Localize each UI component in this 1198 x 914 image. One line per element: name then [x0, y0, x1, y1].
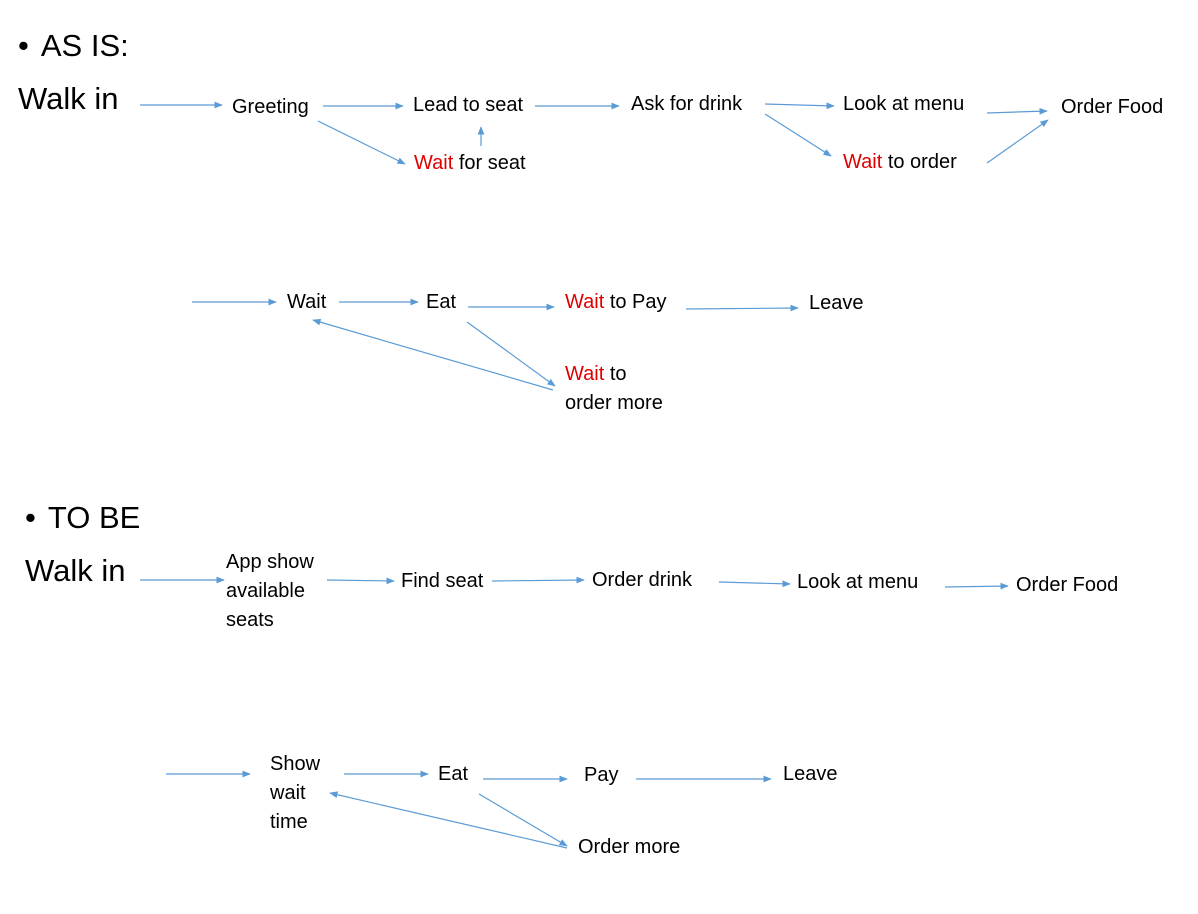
to-be-show-wait-time: Show wait time	[270, 753, 321, 833]
wait-highlight: Wait	[565, 291, 605, 313]
arrow-app-find-seat	[326, 577, 395, 585]
arrow-eat-order-more-2	[478, 793, 568, 847]
arrow-wait-pay-leave	[685, 304, 799, 312]
as-is-greeting: Greeting	[232, 96, 309, 118]
arrow-drink-wait-order	[764, 113, 832, 157]
arrow-menu-order-food	[986, 107, 1048, 115]
as-is-wait-to-order-more: Wait to order more	[565, 363, 663, 414]
as-is-look-at-menu: Look at menu	[843, 93, 965, 115]
as-is-wait-to-pay: Wait to Pay	[565, 291, 667, 313]
as-is-heading-text: AS IS:	[40, 28, 129, 63]
arrow-greeting-wait-seat	[317, 120, 406, 165]
wait-highlight: Wait	[414, 152, 454, 174]
to-be-walk-in: Walk in	[25, 553, 126, 588]
arrow-drink-menu	[764, 102, 835, 110]
bullet-icon: •	[25, 500, 36, 535]
to-be-heading-text: TO BE	[47, 500, 141, 535]
to-be-pay: Pay	[584, 764, 619, 786]
arrow-order-more-wait	[312, 318, 554, 391]
to-be-eat: Eat	[438, 763, 469, 785]
arrow-menu-order-food-2	[944, 582, 1009, 590]
arrow-drink-menu-2	[718, 580, 791, 588]
as-is-heading: • AS IS:	[18, 28, 129, 64]
to-be-app-show-available-seats: App show available seats	[226, 551, 314, 631]
arrow-wait-order-food	[986, 119, 1049, 164]
to-be-leave: Leave	[783, 763, 838, 785]
wait-highlight: Wait	[843, 151, 883, 173]
to-be-order-food: Order Food	[1016, 574, 1119, 596]
as-is-walk-in: Walk in	[18, 81, 119, 116]
arrow-order-more-show-wait	[329, 791, 568, 849]
as-is-eat: Eat	[426, 291, 457, 313]
to-be-find-seat: Find seat	[401, 570, 484, 592]
as-is-order-food: Order Food	[1061, 96, 1164, 118]
wait-highlight: Wait	[565, 363, 605, 385]
as-is-ask-for-drink: Ask for drink	[631, 93, 743, 115]
as-is-wait-to-order: Wait to order	[843, 151, 957, 173]
to-be-order-drink: Order drink	[592, 569, 693, 591]
bullet-icon: •	[18, 28, 29, 63]
as-is-wait: Wait	[287, 291, 327, 313]
to-be-order-more: Order more	[578, 836, 681, 858]
as-is-leave: Leave	[809, 292, 864, 314]
arrow-eat-order-more	[466, 321, 556, 387]
as-is-wait-for-seat: Wait for seat	[414, 152, 526, 174]
arrow-find-seat-drink	[491, 576, 585, 584]
as-is-lead-to-seat: Lead to seat	[413, 94, 524, 116]
to-be-heading: • TO BE	[25, 500, 140, 536]
to-be-look-at-menu: Look at menu	[797, 571, 919, 593]
